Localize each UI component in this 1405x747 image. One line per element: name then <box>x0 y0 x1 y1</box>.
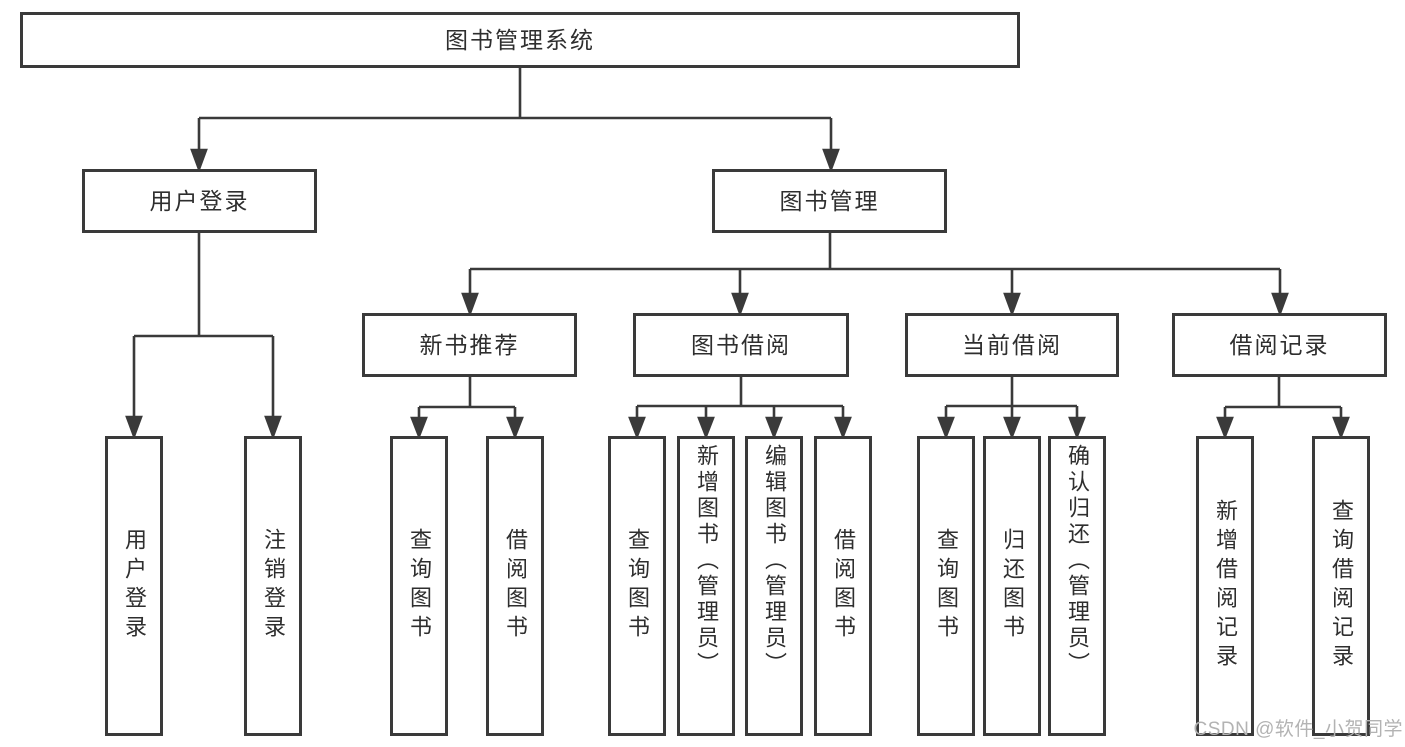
node-user-login-label: 用户登录 <box>149 187 250 214</box>
arrowhead-icon <box>190 148 208 173</box>
node-leaf-label: 查询借阅记录 <box>1329 499 1354 673</box>
node-leaf-add-borrow-record: 新增借阅记录 <box>1196 436 1254 736</box>
node-new-book-recommend: 新书推荐 <box>362 313 577 377</box>
node-leaf-query-books-3: 查询图书 <box>917 436 975 736</box>
node-leaf-query-books-1: 查询图书 <box>390 436 448 736</box>
node-current-borrow: 当前借阅 <box>905 313 1119 377</box>
node-leaf-label: 查询图书 <box>407 528 432 644</box>
node-leaf-confirm-return-admin: 确认归还（管理员） <box>1048 436 1106 736</box>
node-user-login: 用户登录 <box>82 169 317 233</box>
arrowhead-icon <box>834 416 852 440</box>
node-leaf-label: 查询图书 <box>625 528 650 644</box>
node-leaf-edit-books-admin: 编辑图书（管理员） <box>745 436 803 736</box>
node-leaf-label: 注销登录 <box>261 528 286 644</box>
node-leaf-label: 查询图书 <box>934 528 959 644</box>
node-root: 图书管理系统 <box>20 12 1020 68</box>
arrowhead-icon <box>1332 416 1350 440</box>
node-leaf-label: 新增借阅记录 <box>1213 499 1238 673</box>
node-leaf-label: 用户登录 <box>122 528 147 644</box>
node-borrow-records-label: 借阅记录 <box>1229 331 1330 358</box>
node-current-borrow-label: 当前借阅 <box>962 331 1062 358</box>
node-leaf-label: 确认归还（管理员） <box>1065 444 1090 678</box>
arrowhead-icon <box>1271 292 1289 317</box>
arrowhead-icon <box>506 416 524 440</box>
node-new-book-recommend-label: 新书推荐 <box>419 331 520 358</box>
arrowhead-icon <box>628 416 646 440</box>
arrowhead-icon <box>410 416 428 440</box>
watermark-text: CSDN @软件_小贺同学 <box>1193 719 1403 740</box>
arrowhead-icon <box>1003 292 1021 317</box>
arrowhead-icon <box>731 292 749 317</box>
node-leaf-return-books: 归还图书 <box>983 436 1041 736</box>
node-leaf-add-books-admin: 新增图书（管理员） <box>677 436 735 736</box>
arrowhead-icon <box>1068 416 1086 440</box>
node-leaf-label: 新增图书（管理员） <box>694 444 719 678</box>
arrowhead-icon <box>765 416 783 440</box>
arrowhead-icon <box>1216 416 1234 440</box>
node-leaf-user-login: 用户登录 <box>105 436 163 736</box>
node-root-label: 图书管理系统 <box>445 26 595 53</box>
node-leaf-label: 借阅图书 <box>503 528 528 644</box>
node-leaf-query-books-2: 查询图书 <box>608 436 666 736</box>
node-book-management-label: 图书管理 <box>779 187 880 214</box>
node-leaf-borrow-books-2: 借阅图书 <box>814 436 872 736</box>
node-leaf-borrow-books-1: 借阅图书 <box>486 436 544 736</box>
arrowhead-icon <box>697 416 715 440</box>
connector-group <box>125 68 1350 440</box>
node-book-borrow: 图书借阅 <box>633 313 849 377</box>
node-leaf-query-borrow-record: 查询借阅记录 <box>1312 436 1370 736</box>
node-leaf-label: 编辑图书（管理员） <box>762 444 787 678</box>
node-book-borrow-label: 图书借阅 <box>691 331 791 358</box>
arrowhead-icon <box>822 148 840 173</box>
node-borrow-records: 借阅记录 <box>1172 313 1387 377</box>
arrowhead-icon <box>264 415 282 440</box>
arrowhead-icon <box>461 292 479 317</box>
node-leaf-label: 归还图书 <box>1000 528 1025 644</box>
arrowhead-icon <box>937 416 955 440</box>
node-leaf-label: 借阅图书 <box>831 528 856 644</box>
node-book-management: 图书管理 <box>712 169 947 233</box>
arrowhead-icon <box>1003 416 1021 440</box>
node-leaf-logout: 注销登录 <box>244 436 302 736</box>
arrowhead-icon <box>125 415 143 440</box>
